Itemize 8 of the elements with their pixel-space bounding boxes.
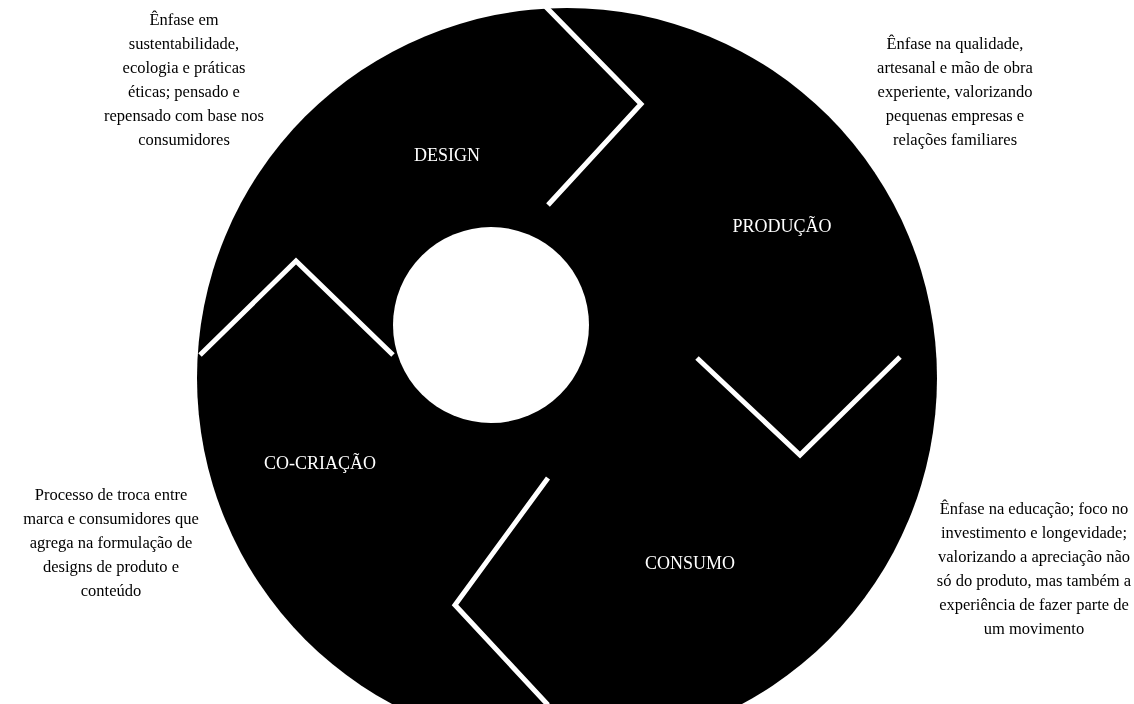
segment-label: CO-CRIAÇÃO bbox=[264, 452, 376, 474]
segment-label: PRODUÇÃO bbox=[732, 215, 832, 237]
segment-label: DESIGN bbox=[414, 144, 480, 166]
segment-label: CONSUMO bbox=[645, 552, 735, 574]
description-text: Ênfase na qualidade, artesanal e mão de obra experiente, valorizando pequenas empresas e relações familiares bbox=[876, 33, 1034, 151]
description-text: Ênfase na educação; foco no investimento e longevidade; valorizando a apreciação não só do produto, mas também a experiência de fazer parte de um movimento bbox=[935, 498, 1133, 640]
description-text: Ênfase em sustentabilidade, ecologia e práticas éticas; pensado e repensado com base nos consumidores bbox=[103, 9, 265, 151]
description-text: Processo de troca entre marca e consumidores que agrega na formulação de designs de produto e conteúdo bbox=[22, 484, 200, 602]
